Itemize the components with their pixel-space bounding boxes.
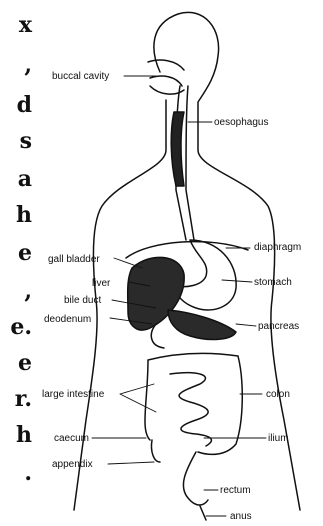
leader-large-intestine (120, 384, 156, 412)
label-anus: anus (230, 511, 252, 522)
label-liver: liver (92, 278, 111, 289)
label-bile-duct: bile duct (64, 295, 101, 306)
label-pancreas: pancreas (258, 321, 299, 332)
leader-pancreas (236, 324, 256, 326)
large-intestine-shape (145, 353, 242, 454)
label-diaphragm: diaphragm (254, 242, 301, 253)
label-gall-bladder: gall bladder (48, 254, 100, 265)
rectum-shape (183, 452, 208, 505)
diaphragm-shape (126, 242, 248, 258)
label-large-intestine: large intestine (42, 389, 105, 400)
label-appendix: appendix (52, 459, 93, 470)
oesophagus-dark (171, 112, 184, 186)
pancreas-shape (168, 310, 236, 339)
leader-appendix (108, 462, 154, 464)
label-ilium: ilium (268, 433, 289, 444)
label-colon: colon (266, 389, 290, 400)
label-stomach: stomach (254, 277, 292, 288)
label-buccal-cavity: buccal cavity (52, 71, 109, 82)
label-oesophagus: oesophagus (214, 117, 269, 128)
small-intestine-loops (170, 373, 211, 446)
duodenum-shape (151, 324, 164, 348)
appendix-shape (151, 440, 160, 462)
label-rectum: rectum (220, 485, 251, 496)
label-deodenum: deodenum (44, 314, 91, 325)
leader-stomach (222, 280, 252, 282)
anus-shape (200, 506, 206, 520)
buccal-cavity-shape (148, 60, 184, 94)
label-caecum: caecum (54, 433, 89, 444)
